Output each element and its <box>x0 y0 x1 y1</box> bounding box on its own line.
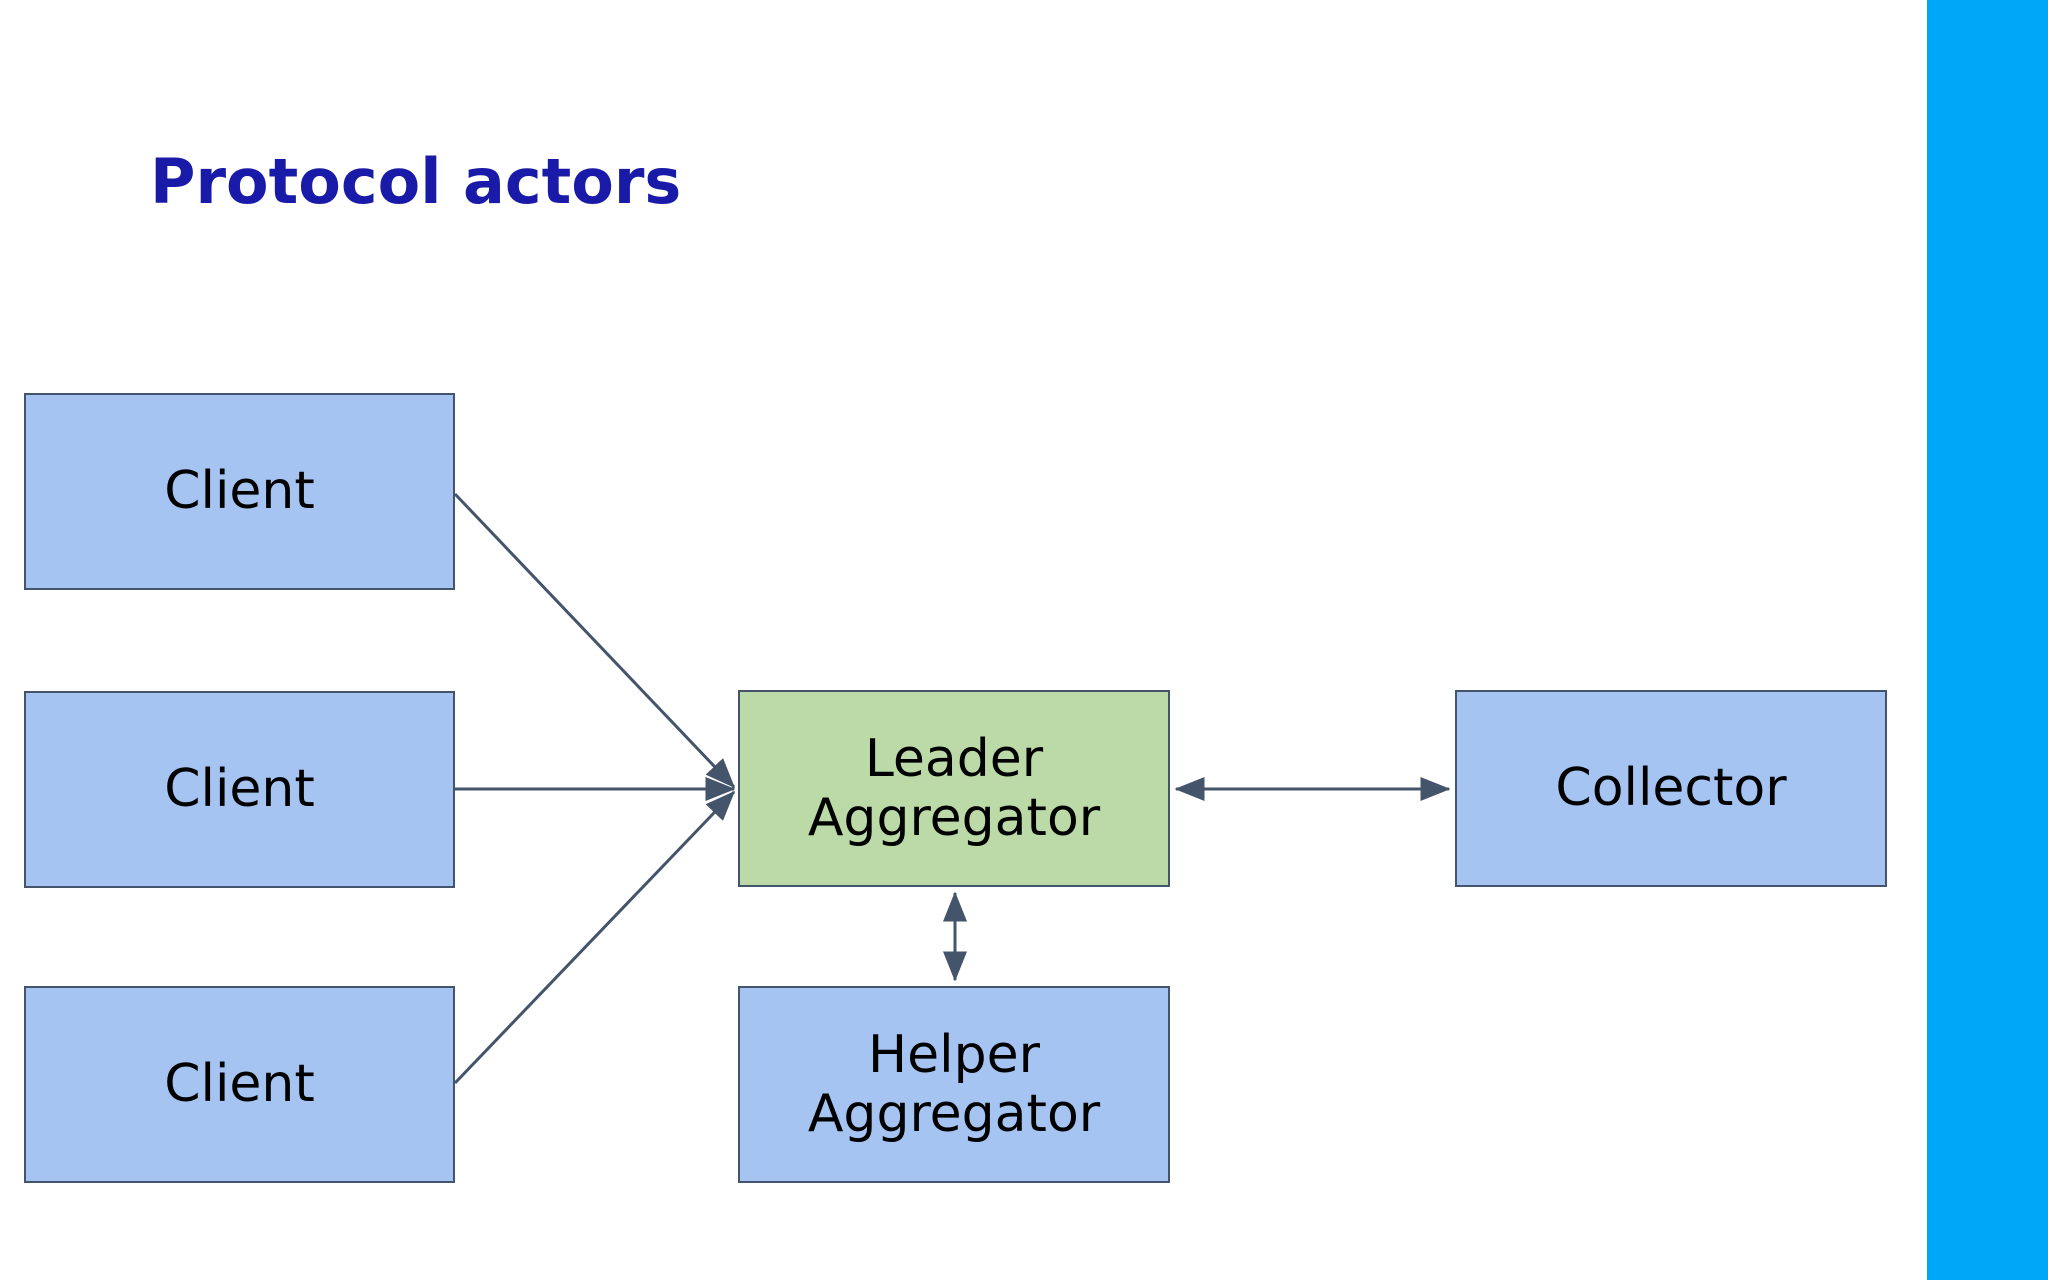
node-label: Collector <box>1555 758 1787 819</box>
node-label: Leader Aggregator <box>802 730 1106 846</box>
node-leader-aggregator[interactable]: Leader Aggregator <box>738 690 1170 887</box>
node-client-1[interactable]: Client <box>24 393 455 590</box>
node-label-line-2: Aggregator <box>807 787 1101 848</box>
node-label: Helper Aggregator <box>802 1026 1106 1142</box>
node-label: Client <box>164 461 315 522</box>
node-client-3[interactable]: Client <box>24 986 455 1183</box>
node-label-line-1: Helper <box>868 1025 1040 1086</box>
node-collector[interactable]: Collector <box>1455 690 1887 887</box>
node-label-line-2: Aggregator <box>807 1083 1101 1144</box>
node-label: Client <box>164 759 315 820</box>
connector-client1-to-leader <box>453 492 736 789</box>
page-title: Protocol actors <box>150 145 682 218</box>
node-label-line-1: Leader <box>864 729 1044 790</box>
connector-client3-to-leader <box>453 790 736 1085</box>
node-client-2[interactable]: Client <box>24 691 455 888</box>
node-helper-aggregator[interactable]: Helper Aggregator <box>738 986 1170 1183</box>
node-label: Client <box>164 1054 315 1115</box>
accent-bar <box>1927 0 2048 1280</box>
